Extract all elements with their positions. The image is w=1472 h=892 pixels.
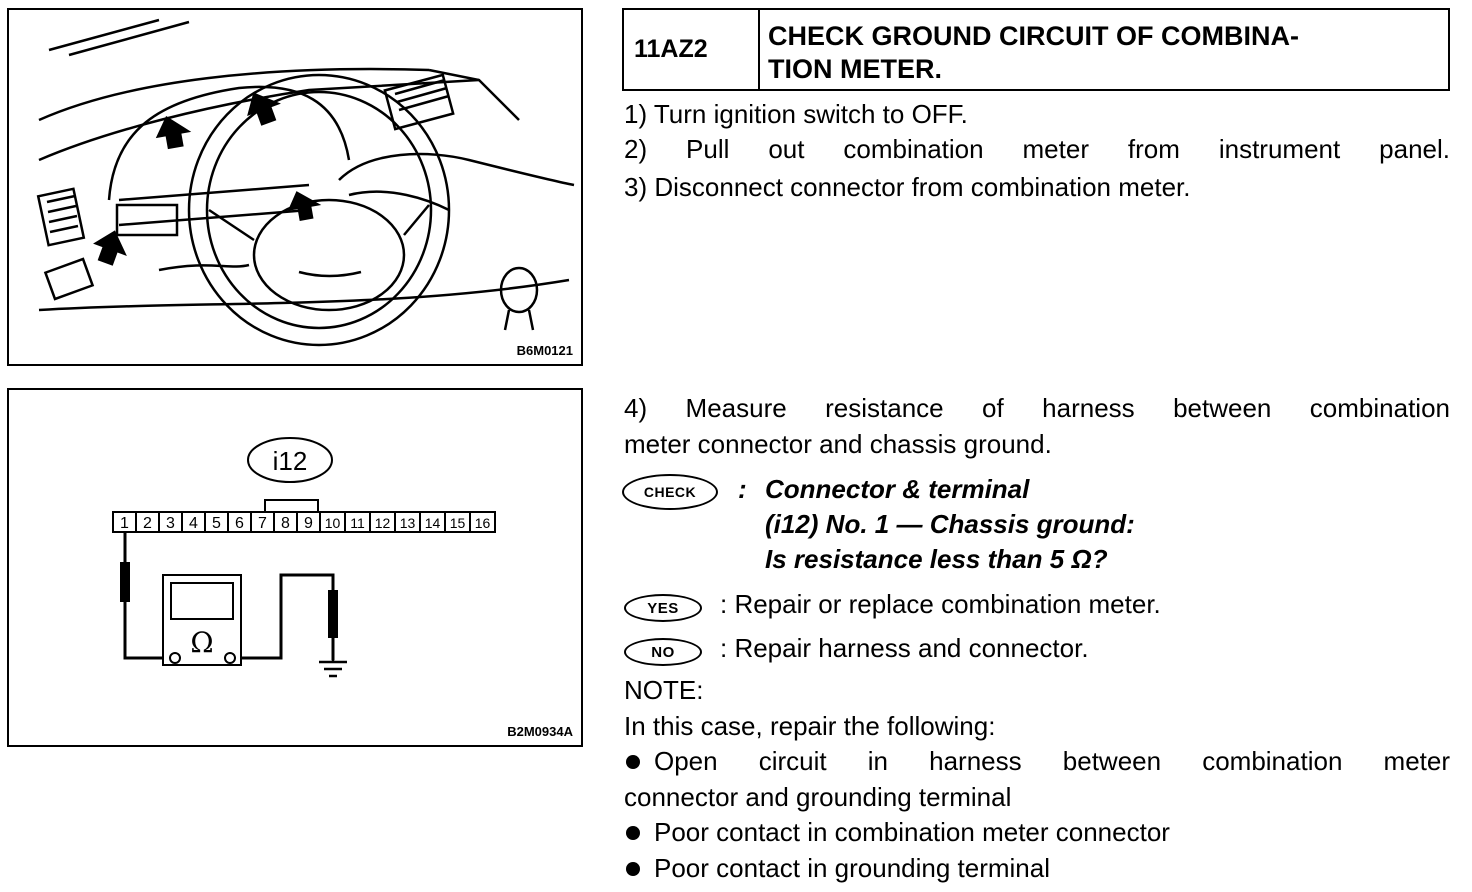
bullet-icon (626, 861, 640, 876)
connector-pin-number: 13 (400, 515, 416, 531)
meter-terminal-left (169, 652, 181, 664)
figure-dashboard: B6M0121 (7, 8, 583, 366)
connector-pin-number: 9 (304, 515, 313, 532)
check-line1: Connector & terminal (765, 474, 1030, 504)
figure-code: B6M0121 (516, 343, 573, 358)
note-item-3: Poor contact in grounding terminal (624, 850, 1050, 886)
connector-pin-number: 11 (350, 515, 365, 531)
check-colon: : (738, 474, 747, 504)
connector-pin-number: 16 (475, 515, 491, 531)
note-item-1-line2: connector and grounding terminal (624, 782, 1012, 812)
yes-text: : Repair or replace combination meter. (720, 589, 1161, 619)
connector-label-ellipse (247, 437, 333, 483)
check-line3: Is resistance less than 5 Ω? (765, 544, 1108, 574)
step-code: 11AZ2 (624, 10, 760, 89)
connector-pin-number: 10 (325, 515, 341, 531)
connector-pin-number: 4 (189, 515, 198, 532)
connector-pin-number: 15 (450, 515, 466, 531)
probe-left (120, 562, 130, 602)
note-item-1-line1: Open circuit in harness between combinat… (624, 743, 1450, 779)
step-title-line2: TION METER. (768, 54, 942, 84)
bullet-icon (626, 825, 640, 840)
meter-terminal-right (224, 652, 236, 664)
connector-pin-number: 6 (235, 515, 244, 532)
figure-code: B2M0934A (507, 724, 573, 739)
probe-right (328, 590, 338, 638)
step-1: 1) Turn ignition switch to OFF. (624, 99, 968, 129)
no-text: : Repair harness and connector. (720, 633, 1089, 663)
check-badge: CHECK (622, 474, 718, 510)
connector-pin-cell (469, 511, 496, 533)
connector-pin-number: 3 (166, 515, 175, 532)
wire-right (231, 573, 335, 660)
connector-latch (264, 499, 319, 512)
connector-pin-number: 7 (258, 515, 267, 532)
bullet-icon (626, 754, 640, 769)
check-line2: (i12) No. 1 — Chassis ground: (765, 509, 1135, 539)
no-badge: NO (624, 638, 702, 666)
connector-pin-number: 8 (281, 515, 290, 532)
connector-pin-number: 5 (212, 515, 221, 532)
note-intro: In this case, repair the following: (624, 711, 996, 741)
dashboard-illustration (36, 18, 575, 347)
connector-pin-number: 12 (375, 515, 391, 531)
step-4-line2: meter connector and chassis ground. (624, 429, 1052, 459)
step-4-line1: 4) Measure resistance of harness between… (624, 393, 1450, 423)
note-item-2: Poor contact in combination meter connec… (624, 814, 1170, 850)
step-3: 3) Disconnect connector from combination… (624, 172, 1191, 202)
ground-symbol (319, 638, 347, 678)
connector-label: i12 (273, 446, 308, 476)
yes-badge: YES (624, 594, 702, 622)
ohmmeter-display (170, 582, 234, 620)
connector-pin-number: 14 (425, 515, 441, 531)
ohm-symbol: Ω (190, 626, 213, 659)
connector-pin-number: 2 (143, 515, 152, 532)
step-title: CHECK GROUND CIRCUIT OF COMBINA- TION ME… (760, 10, 1448, 89)
note-label: NOTE: (624, 675, 704, 705)
step-title-line1: CHECK GROUND CIRCUIT OF COMBINA- (768, 21, 1299, 51)
step-2: 2) Pull out combination meter from instr… (624, 134, 1450, 164)
step-header: 11AZ2 CHECK GROUND CIRCUIT OF COMBINA- T… (622, 8, 1450, 91)
connector-pin-number: 1 (120, 515, 129, 532)
